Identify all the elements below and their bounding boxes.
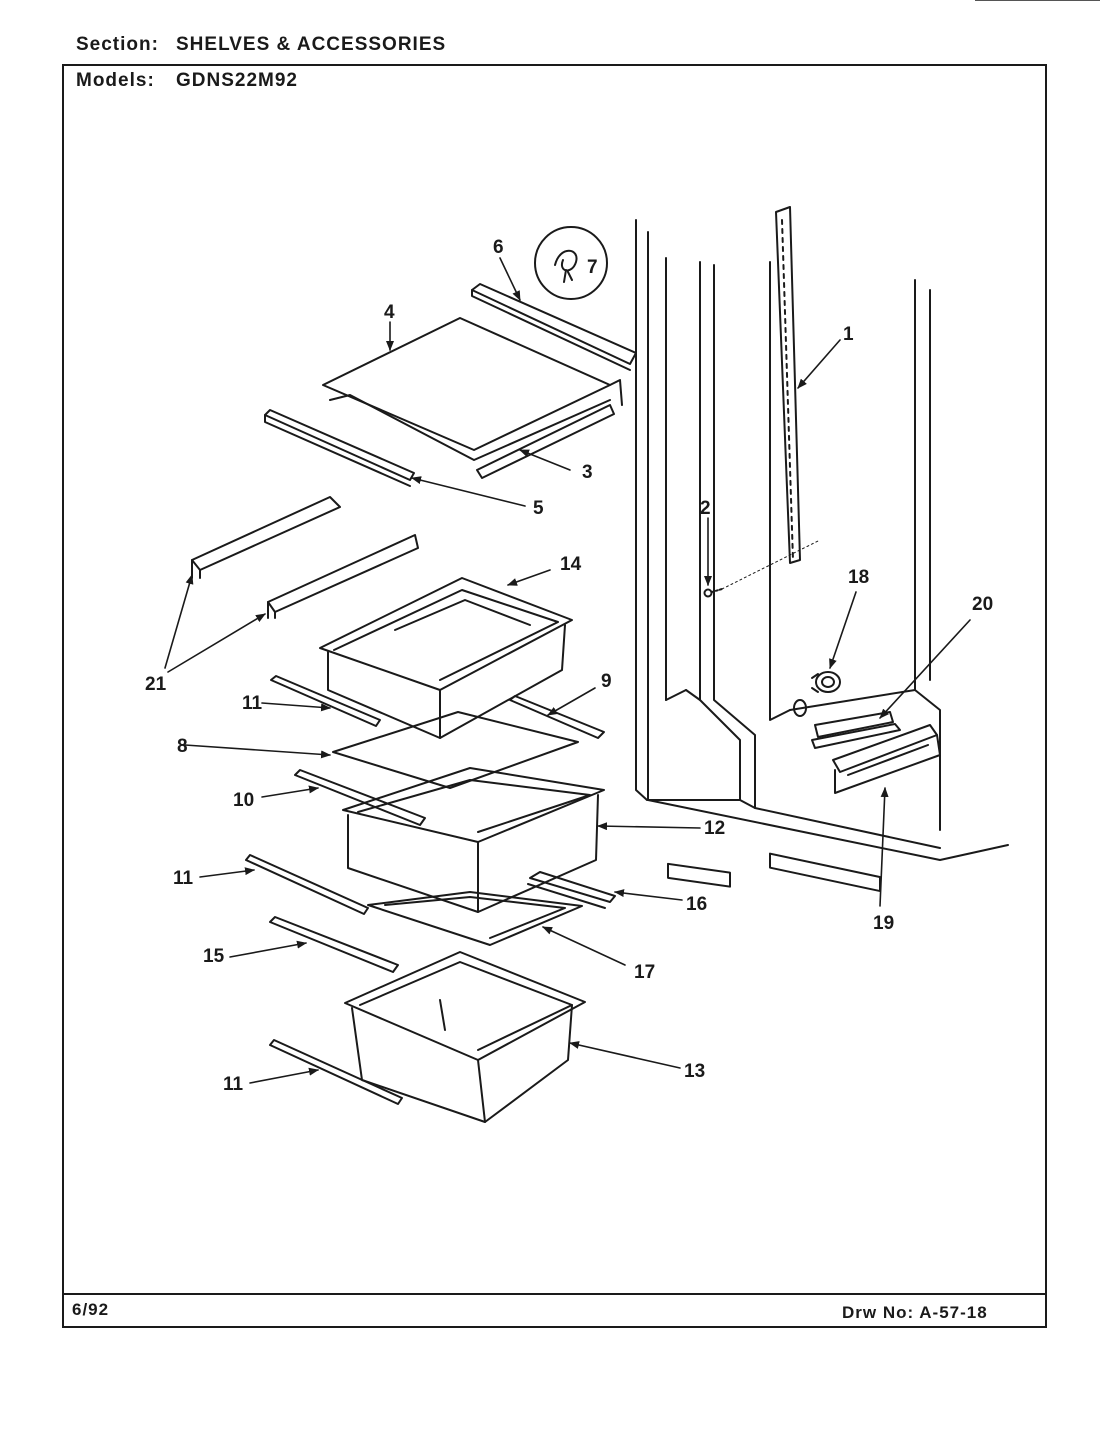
part-21-support-rails: [191, 496, 419, 619]
callout-11b: 11: [173, 868, 194, 889]
drawing-frame: [62, 64, 1047, 1328]
leader-lines: [164, 257, 971, 1084]
callout-11a: 11: [242, 693, 263, 714]
callout-21: 21: [145, 674, 167, 695]
callout-18: 18: [848, 567, 869, 588]
part-20-bracket: [811, 711, 901, 749]
part-19-cover: [832, 724, 941, 794]
callout-20: 20: [972, 594, 993, 615]
callout-16: 16: [686, 894, 707, 915]
callout-10: 10: [233, 790, 254, 811]
callout-13: 13: [684, 1061, 705, 1082]
part-11-strip-lower: [269, 1039, 403, 1105]
callout-19: 19: [873, 913, 894, 934]
callout-4: 4: [384, 302, 395, 323]
callout-labels: 1 2 3 4 5 6 7 8 9 10 11 11 11 12 13 14 1…: [145, 237, 993, 1095]
footer-drawing-number: Drw No: A-57-18: [842, 1303, 988, 1322]
section-value: SHELVES & ACCESSORIES: [176, 34, 447, 55]
callout-5: 5: [533, 498, 544, 519]
callout-2: 2: [700, 498, 711, 519]
callout-9: 9: [601, 671, 612, 692]
part-8-glass-cover: [332, 711, 579, 789]
callout-15: 15: [203, 946, 225, 967]
part-1-shelf-track: [775, 206, 801, 564]
callout-11c: 11: [223, 1074, 244, 1095]
part-4-glass-shelf: [322, 317, 623, 461]
callout-14: 14: [560, 554, 582, 575]
footer-date: 6/92: [72, 1300, 110, 1319]
section-label: Section:: [76, 34, 159, 55]
refrigerator-cabinet: [635, 219, 1009, 893]
models-label: Models:: [76, 70, 155, 91]
part-7-clip: [534, 226, 608, 300]
part-6-rail: [471, 283, 637, 371]
callout-7: 7: [587, 257, 598, 278]
part-14-drawer: [319, 577, 573, 739]
part-2-screw: [703, 539, 821, 598]
part-15-strip: [269, 916, 399, 973]
part-13-bin: [344, 951, 586, 1123]
part-10-front-strip: [294, 769, 426, 826]
footer-rule: [62, 1293, 1047, 1295]
part-3-shelf-bracket: [476, 404, 615, 479]
part-17-tray: [367, 891, 583, 946]
part-11-strip-middle: [245, 854, 369, 915]
page-corner-rule: [975, 0, 1100, 1]
callout-3: 3: [582, 462, 593, 483]
part-5-front-trim: [264, 409, 415, 487]
callout-12: 12: [704, 818, 725, 839]
callout-1: 1: [843, 324, 854, 345]
callout-6: 6: [493, 237, 504, 258]
callout-17: 17: [634, 962, 655, 983]
callout-8: 8: [177, 736, 188, 757]
part-11-strip-upper: [270, 675, 381, 727]
part-18-knob: [793, 671, 841, 717]
part-16-rail: [527, 871, 616, 909]
part-12-drawer: [342, 767, 605, 913]
part-9-strip: [509, 695, 605, 739]
models-value: GDNS22M92: [176, 70, 298, 91]
